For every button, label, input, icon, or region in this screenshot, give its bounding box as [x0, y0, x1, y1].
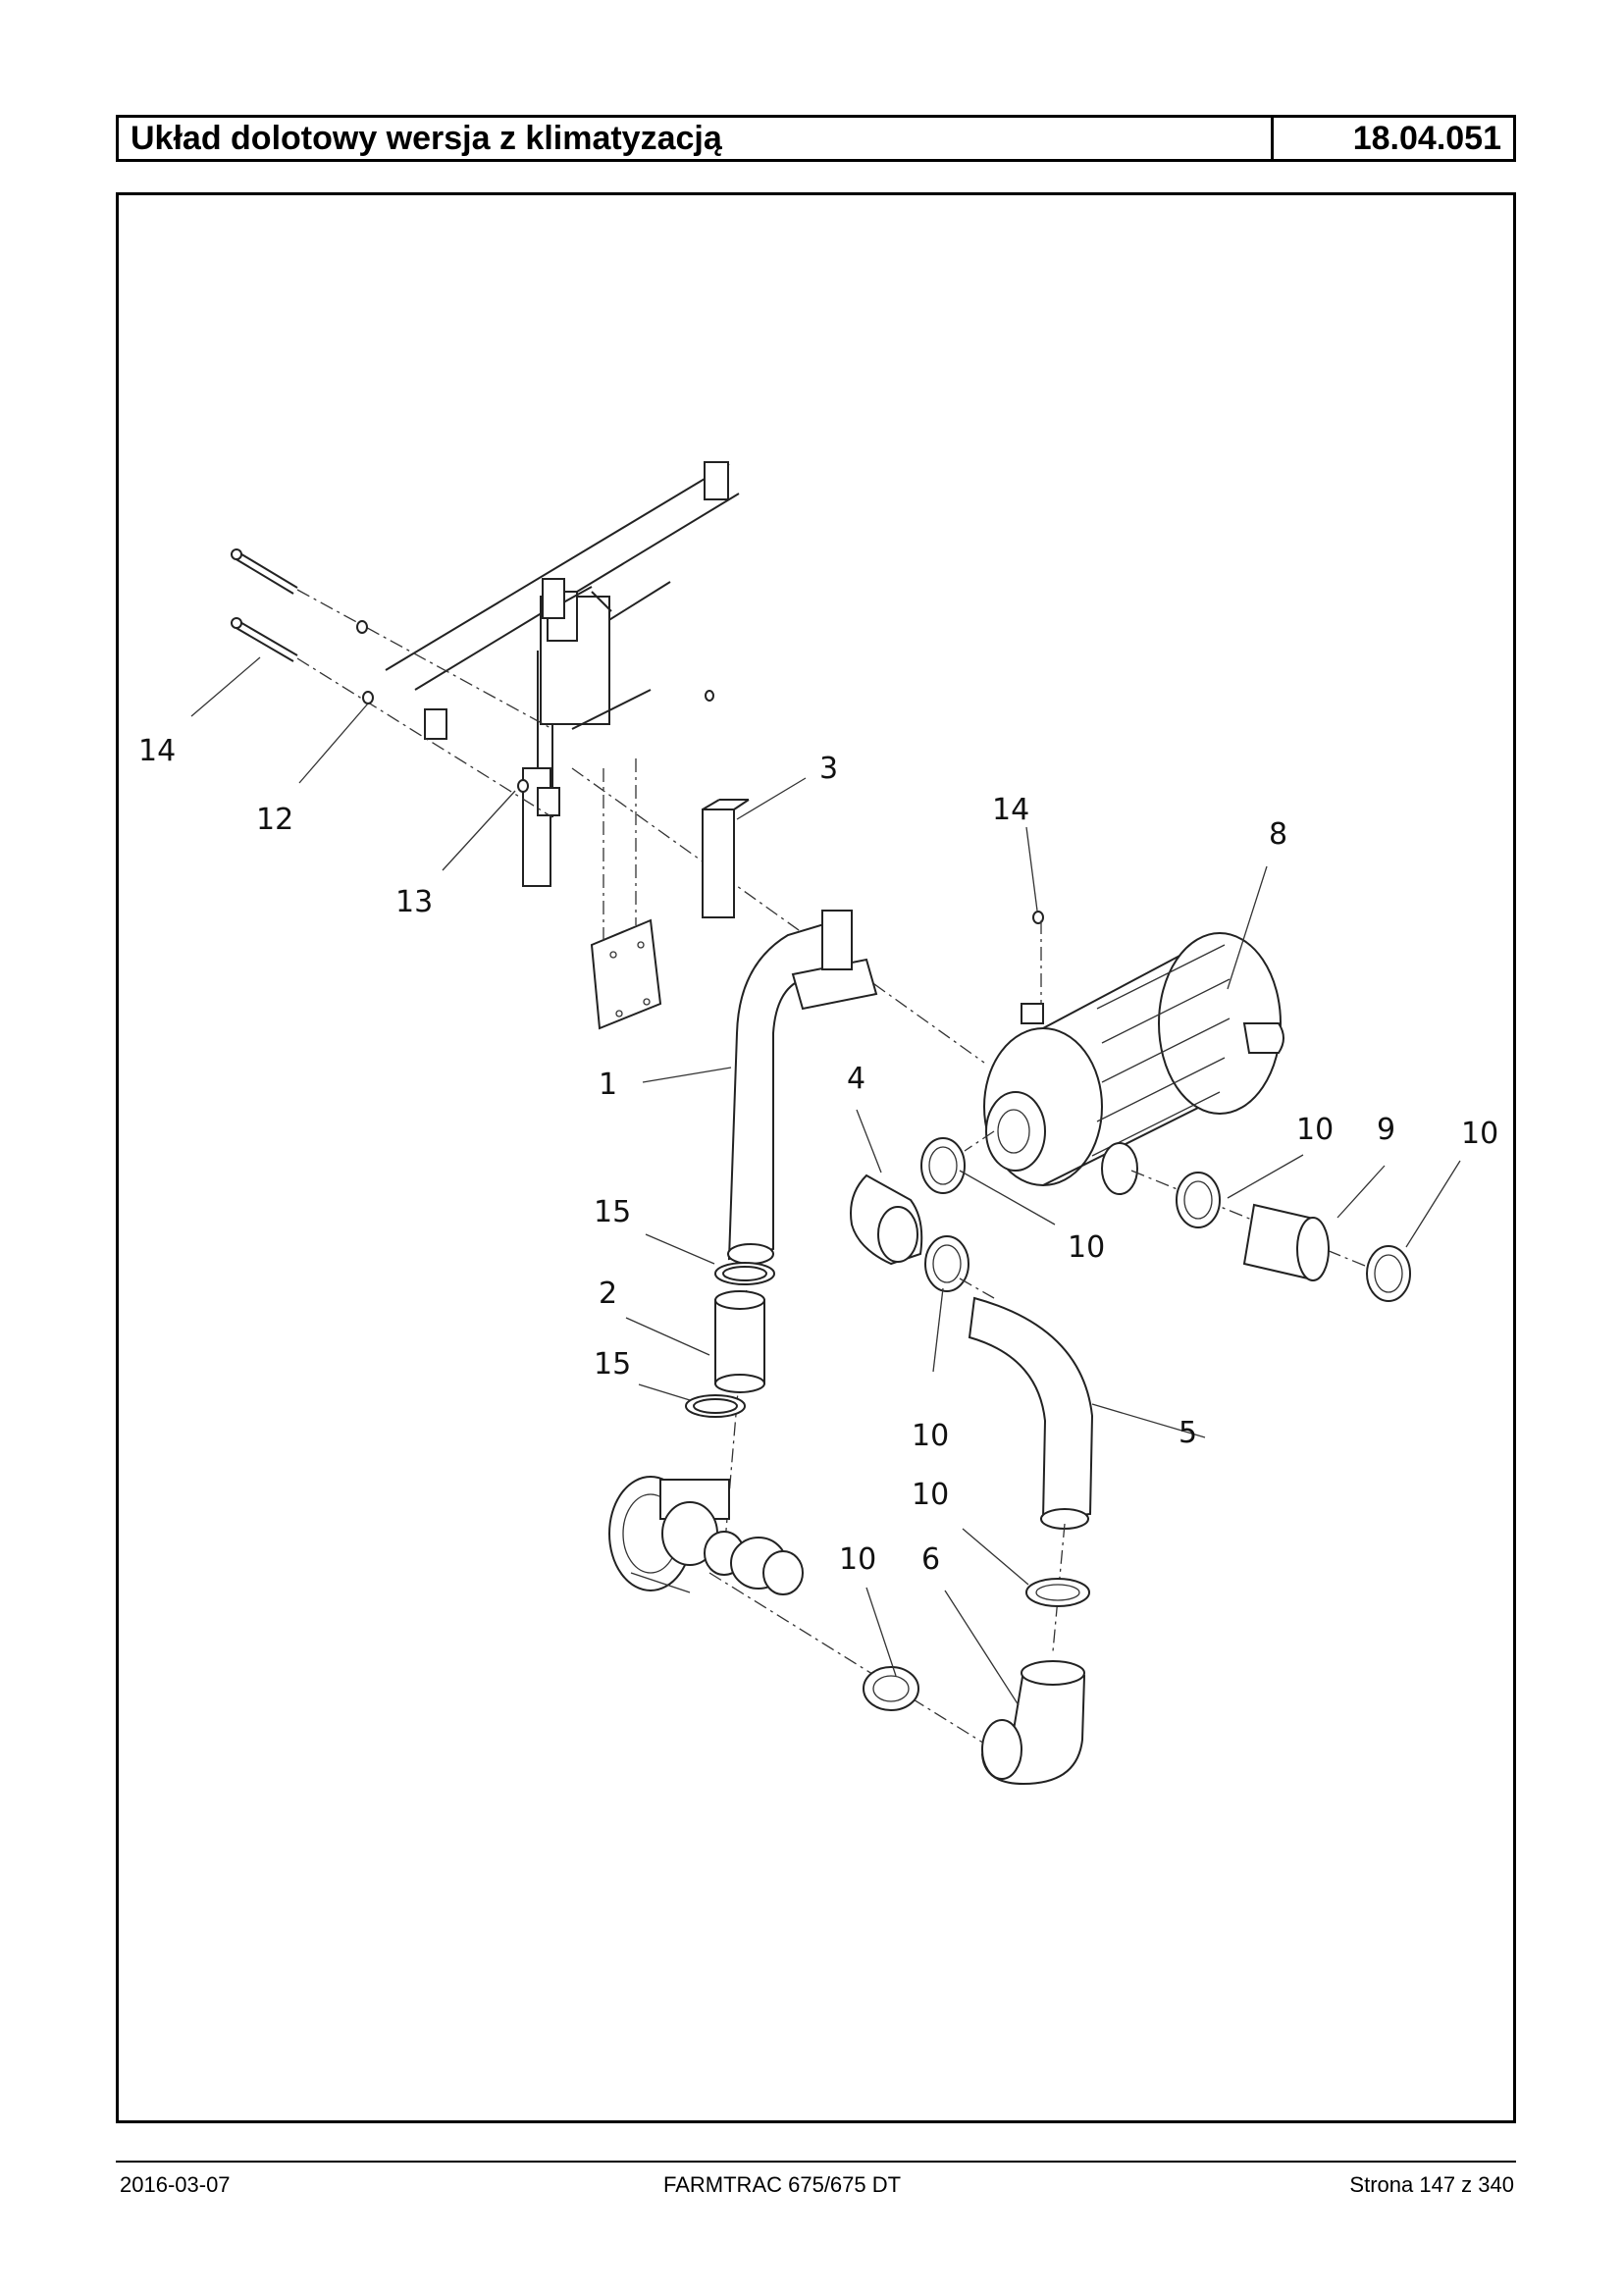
elbow-6: [863, 1660, 1086, 1786]
callout-10: 10: [1068, 1230, 1105, 1265]
mounting-bracket: [385, 461, 740, 1030]
footer-page-number: Strona 147 z 340: [1349, 2172, 1514, 2197]
callout-15: 15: [594, 1195, 631, 1229]
exploded-parts-diagram: 14 12 13 3 14 8 1 4 10 9 10 10 15 2 15 1…: [138, 461, 1498, 1786]
callout-10: 10: [912, 1478, 949, 1512]
callout-15: 15: [594, 1347, 631, 1382]
header-bar: Układ dolotowy wersja z klimatyzacją 18.…: [116, 115, 1516, 162]
air-filter: [964, 920, 1397, 1279]
turbocharger: [608, 1476, 995, 1750]
elbow-4-assembly: [850, 1137, 995, 1299]
callout-8: 8: [1269, 817, 1287, 852]
tube-9-assembly: [1176, 1172, 1411, 1302]
callout-1: 1: [599, 1068, 617, 1102]
hose-1: [727, 910, 878, 1265]
callout-10: 10: [839, 1542, 876, 1577]
footer-model: FARMTRAC 675/675 DT: [663, 2172, 902, 2197]
callout-2: 2: [599, 1277, 617, 1311]
section-code: 18.04.051: [1352, 120, 1501, 157]
callout-6: 6: [921, 1542, 940, 1577]
hose-5: [968, 1296, 1094, 1652]
leader-lines: [190, 656, 1461, 1706]
callout-14: 14: [138, 734, 176, 768]
callout-10: 10: [1461, 1117, 1498, 1151]
callout-5: 5: [1179, 1416, 1197, 1450]
page-title: Układ dolotowy wersja z klimatyzacją: [119, 118, 1274, 159]
callout-10: 10: [1296, 1113, 1334, 1147]
spacer-block: [702, 799, 750, 918]
callout-9: 9: [1377, 1113, 1395, 1147]
diagram-frame: 14 12 13 3 14 8 1 4 10 9 10 10 15 2 15 1…: [116, 192, 1516, 2123]
center-axis: [571, 767, 985, 1064]
footer-date: 2016-03-07: [120, 2172, 231, 2197]
callout-4: 4: [847, 1062, 865, 1096]
footer-rule: [116, 2161, 1516, 2163]
callout-10: 10: [912, 1419, 949, 1453]
callout-12: 12: [256, 803, 293, 837]
callout-14: 14: [992, 793, 1029, 827]
callout-3: 3: [819, 752, 838, 786]
bolts: [231, 548, 1044, 924]
callout-13: 13: [395, 885, 433, 919]
